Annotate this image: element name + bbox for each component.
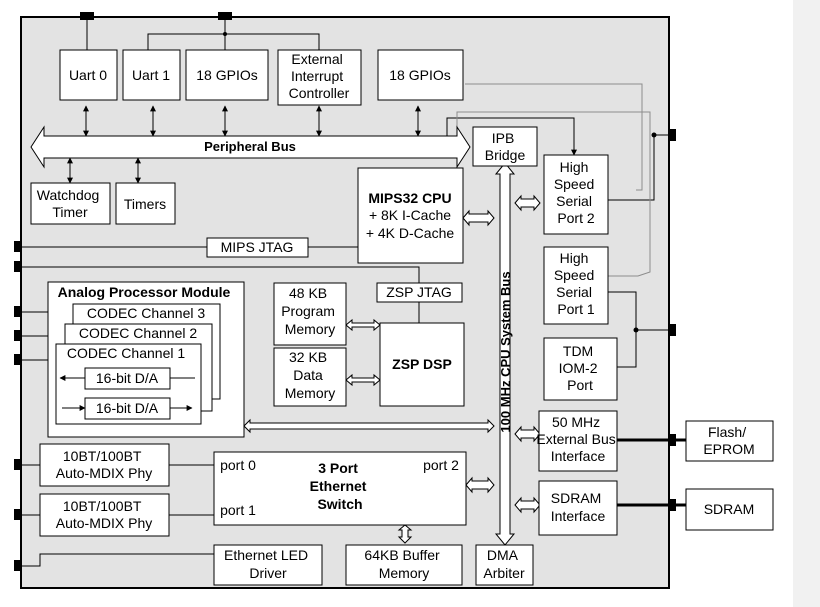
buffer-memory-block (345, 544, 463, 586)
mips-cpu-dcache: + 4K D-Cache (366, 225, 455, 241)
ext-bus-block (538, 410, 618, 472)
buffer-memory-label: 64KB Buffer Memory (364, 547, 443, 581)
chip-pins (14, 12, 676, 571)
uart0-label: Uart 0 (69, 67, 107, 83)
zsp-jtag-block (376, 282, 463, 303)
hs-port1-block (543, 246, 609, 325)
timers-block (115, 182, 176, 225)
watchdog-block (30, 182, 111, 225)
ext-bus-label: 50 MHz External Bus Interface (536, 414, 619, 464)
tdm-block (543, 337, 618, 401)
junction-top (223, 32, 227, 36)
eth-led-label: Ethernet LED Driver (224, 547, 312, 581)
ethernet-switch-title: 3 Port Ethernet Switch (310, 460, 371, 512)
sdram-external-block (685, 488, 774, 531)
cpu-system-bus: 100 MHz CPU System Bus (494, 162, 516, 546)
gpio-a-label: 18 GPIOs (196, 67, 257, 83)
flash-block (685, 420, 774, 462)
phy1-label: 10BT/100BT Auto-MDIX Phy (56, 498, 152, 531)
bus-links (243, 194, 541, 544)
zsp-dsp-block (379, 322, 465, 407)
hs-port1-label: High Speed Serial Port 1 (554, 250, 598, 317)
port0-label: port 0 (220, 457, 256, 473)
phy1-block (39, 493, 170, 537)
cpu-system-bus-label: 100 MHz CPU System Bus (498, 271, 513, 432)
serial-routing (456, 83, 651, 277)
gpio-b-label: 18 GPIOs (389, 67, 450, 83)
mips-jtag-label: MIPS JTAG (221, 239, 294, 255)
dma-arbiter-label: DMA Arbiter (483, 547, 525, 581)
phy0-label: 10BT/100BT Auto-MDIX Phy (56, 448, 152, 481)
uart0-block (59, 49, 118, 101)
flash-label: Flash/ EPROM (703, 424, 754, 457)
ipb-bridge-label: IPB Bridge (485, 130, 526, 163)
port1-label: port 1 (220, 502, 256, 518)
data-memory-block (273, 347, 347, 407)
gpio-block-a (185, 49, 269, 101)
peripheral-bus: Peripheral Bus (30, 125, 471, 169)
ext-interrupt-label: External Interrupt Controller (289, 51, 350, 101)
tdm-label: TDM IOM-2 Port (559, 343, 602, 393)
ethernet-switch-block (213, 451, 467, 526)
program-memory-block (273, 282, 347, 346)
zsp-dsp-label: ZSP DSP (392, 356, 452, 372)
program-memory-label: 48 KB Program Memory (281, 285, 339, 337)
ext-interrupt-block (277, 49, 362, 106)
mips-cpu-icache: + 8K I-Cache (369, 207, 451, 223)
hs-port2-block (543, 154, 609, 235)
junction-right-2 (633, 327, 639, 333)
mips-cpu-block (357, 167, 464, 264)
da-arrows (59, 375, 195, 411)
codec1-label: CODEC Channel 1 (67, 345, 185, 361)
sdram-interface-label: SDRAM Interface (551, 490, 606, 524)
eth-led-block (213, 544, 323, 586)
codec2-label: CODEC Channel 2 (79, 325, 197, 341)
da2-label: 16-bit D/A (96, 400, 159, 416)
codec3-label: CODEC Channel 3 (87, 305, 205, 321)
right-margin-strip (793, 0, 820, 607)
watchdog-label: Watchdog Timer (37, 187, 103, 220)
data-memory-label: 32 KB Data Memory (285, 349, 336, 401)
gpio-block-b (377, 49, 464, 101)
da1-label: 16-bit D/A (96, 370, 159, 386)
sdram-interface-block (538, 480, 618, 536)
port2-label: port 2 (423, 457, 459, 473)
mips-jtag-block (206, 237, 309, 258)
ipb-bridge-block (472, 126, 538, 167)
peripheral-bus-label: Peripheral Bus (204, 139, 296, 154)
timers-label: Timers (124, 196, 166, 212)
phy0-block (39, 443, 170, 487)
mips-cpu-title: MIPS32 CPU (368, 190, 451, 206)
uart1-block (122, 49, 181, 101)
analog-module-title: Analog Processor Module (58, 284, 231, 300)
sdram-external-label: SDRAM (704, 501, 755, 517)
dma-arbiter-block (475, 544, 534, 586)
hs-port2-label: High Speed Serial Port 2 (554, 159, 598, 226)
junction-right-1 (651, 132, 657, 138)
zsp-jtag-label: ZSP JTAG (386, 284, 452, 300)
uart1-label: Uart 1 (132, 67, 170, 83)
wiring (21, 20, 686, 567)
